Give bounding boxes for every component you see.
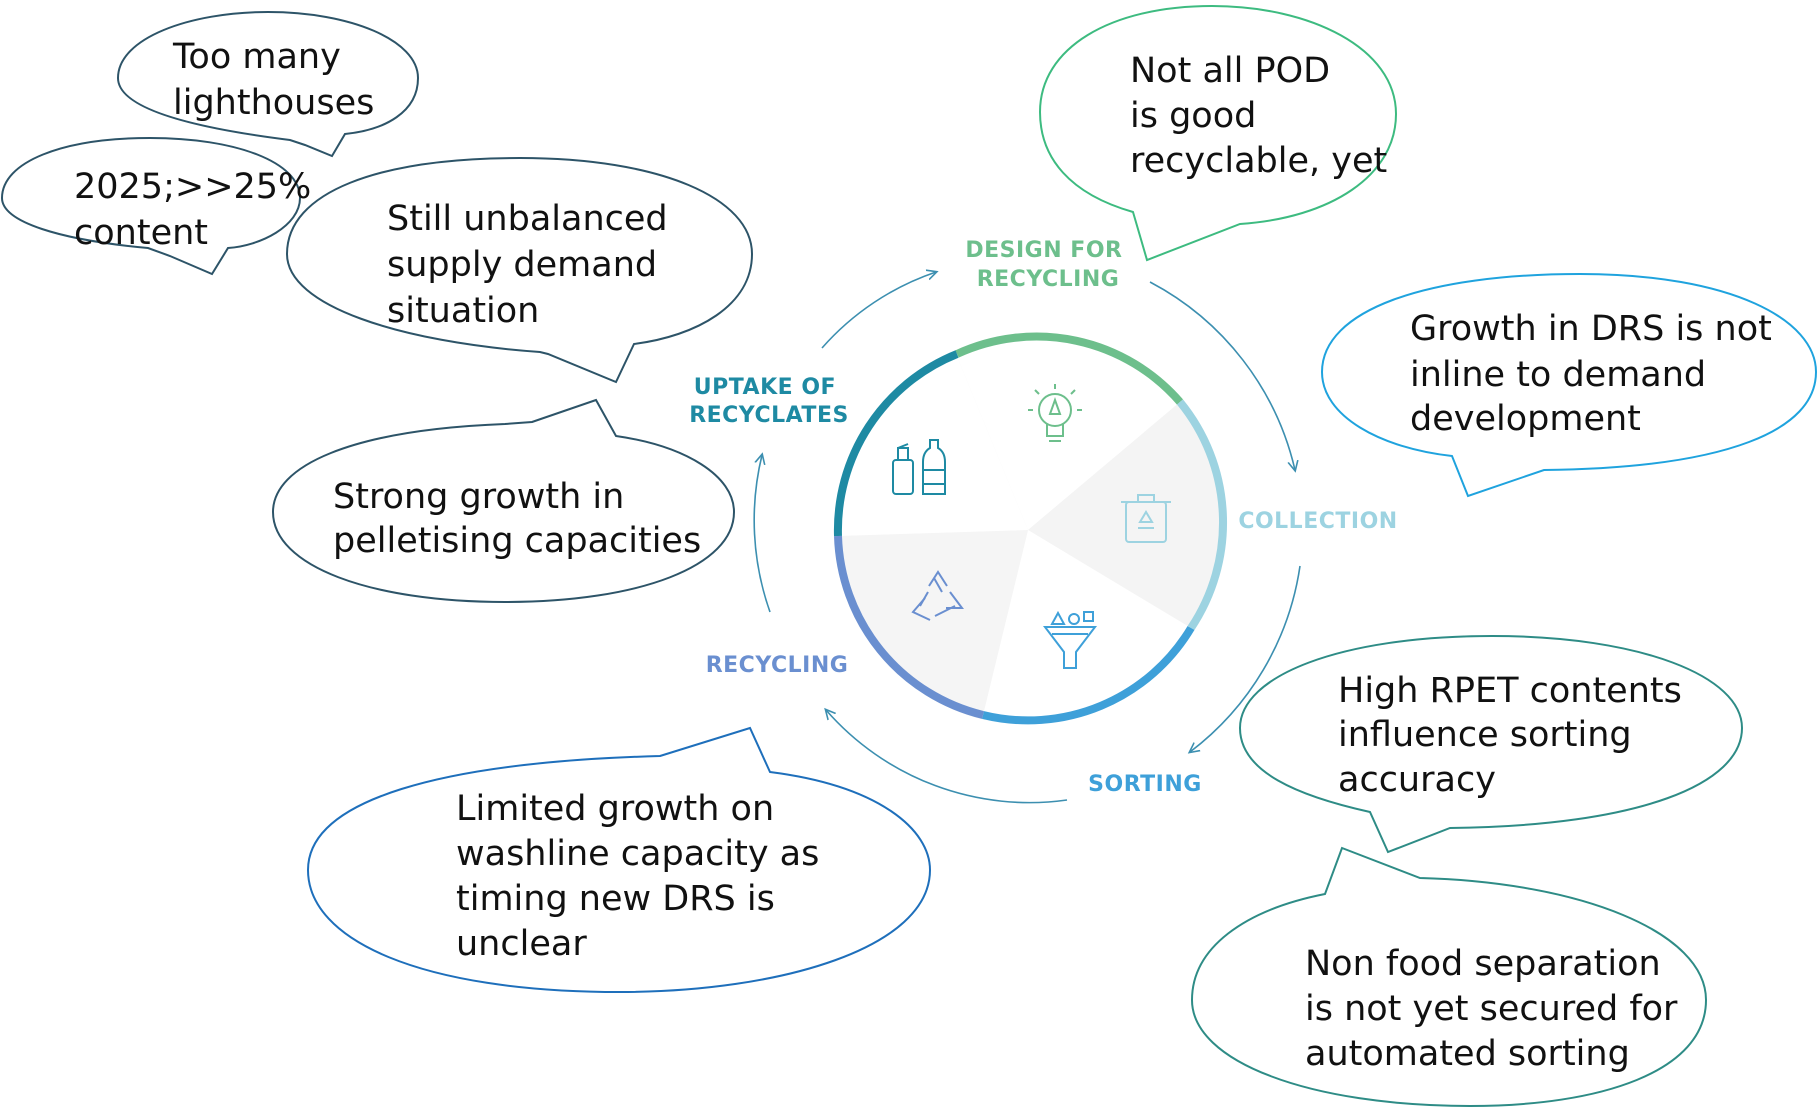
cycle-arrows xyxy=(753,272,1301,804)
bubble-outline xyxy=(1238,634,1744,854)
bubble-outline xyxy=(116,10,420,158)
recycle-arrows-icon xyxy=(911,570,964,621)
sorting-funnel-icon xyxy=(1042,610,1098,669)
stage-label-design: DESIGN FOR RECYCLING xyxy=(965,238,1130,292)
stage-label-uptake: UPTAKE OF RECYCLATES xyxy=(689,375,849,428)
arrow-collection-to-sorting xyxy=(1190,565,1301,752)
bubble-text: 2025;>>25% content xyxy=(74,167,322,253)
bubble-outline xyxy=(285,156,754,384)
ring-segment-uptake xyxy=(833,350,959,537)
ring-segment-sorting xyxy=(982,625,1195,725)
bubble-pelletising: Strong growth in pelletising capacities xyxy=(271,398,736,604)
bubble-unbalanced: Still unbalanced supply demand situation xyxy=(285,156,754,384)
arrow-design-to-collection xyxy=(1149,281,1295,470)
arrow-uptake-to-design xyxy=(821,272,936,349)
arrow-sorting-to-recycling xyxy=(826,710,1068,804)
ring-segment-design xyxy=(955,332,1184,405)
bubble-outline xyxy=(1190,846,1708,1108)
bubble-lighthouses: Too many lighthouses xyxy=(116,10,420,158)
bubble-text: Not all POD is good recyclable, yet xyxy=(1130,51,1387,181)
stage-label-collection: COLLECTION xyxy=(1238,509,1397,534)
bubble-outline xyxy=(1320,272,1818,498)
bubble-outline xyxy=(271,398,736,604)
bubble-text: Too many lighthouses xyxy=(172,37,374,123)
ring-segment-collection xyxy=(1176,399,1228,631)
recycle-bin-icon xyxy=(1121,494,1171,543)
bubble-text: Non food separation is not yet secured f… xyxy=(1305,944,1689,1074)
bubble-rpet: High RPET contents influence sorting acc… xyxy=(1238,634,1744,854)
bubble-nonfood: Non food separation is not yet secured f… xyxy=(1190,846,1708,1108)
bubble-outline xyxy=(306,726,932,994)
bubble-text: Limited growth on washline capacity as t… xyxy=(456,789,831,964)
arrow-recycling-to-uptake xyxy=(753,455,771,613)
bubble-outline xyxy=(1038,4,1398,262)
bubble-drs: Growth in DRS is not inline to demand de… xyxy=(1320,272,1818,498)
bubble-pod: Not all POD is good recyclable, yet xyxy=(1038,4,1398,262)
cycle-wheel xyxy=(833,332,1228,725)
ring-segment-recycling xyxy=(834,535,984,719)
bubble-text: Strong growth in pelletising capacities xyxy=(333,477,701,561)
stage-label-recycling: RECYCLING xyxy=(706,653,849,678)
bubble-text: Still unbalanced supply demand situation xyxy=(387,199,679,331)
lightbulb-pen-icon xyxy=(1028,384,1082,442)
bottles-icon xyxy=(892,439,946,495)
bubble-content: 2025;>>25% content xyxy=(0,136,322,276)
stage-label-sorting: SORTING xyxy=(1088,772,1202,797)
bubble-outline xyxy=(0,136,302,276)
bubble-text: High RPET contents influence sorting acc… xyxy=(1338,671,1693,800)
bubble-washline: Limited growth on washline capacity as t… xyxy=(306,726,932,994)
bubble-text: Growth in DRS is not inline to demand de… xyxy=(1410,309,1783,439)
